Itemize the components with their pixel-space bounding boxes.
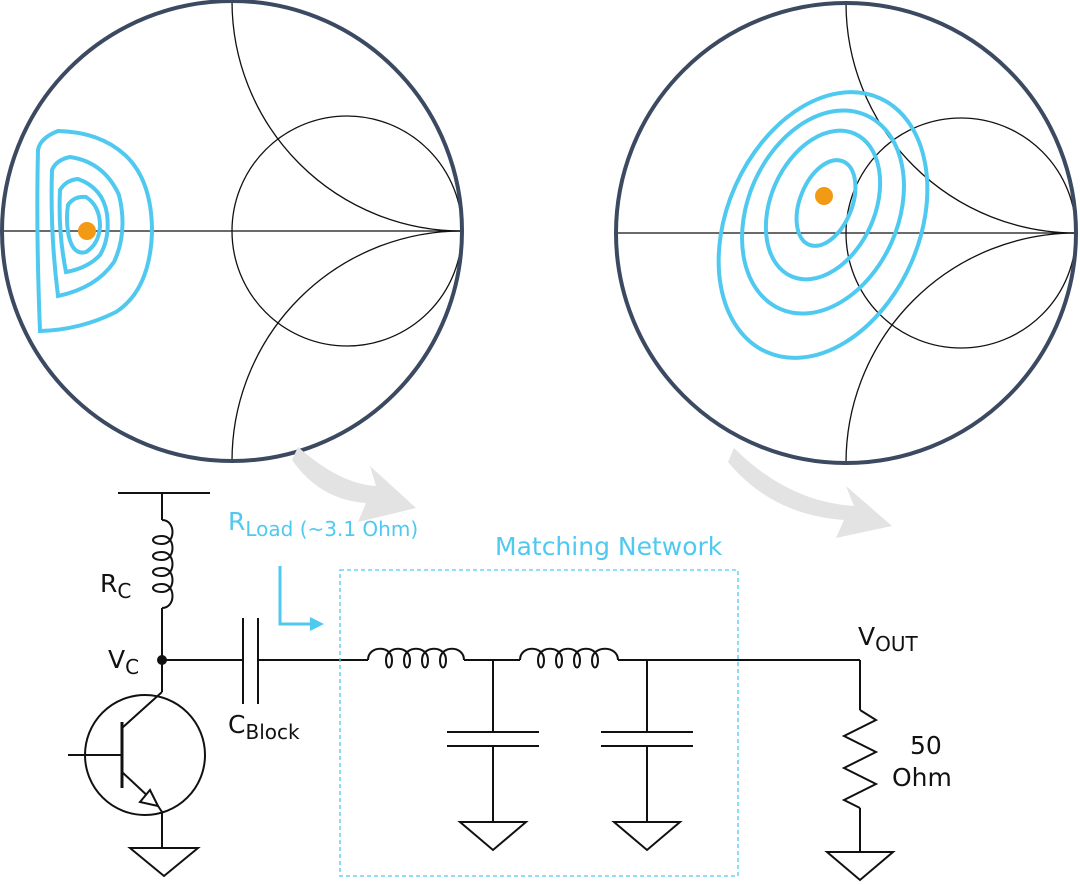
right-optimum-point xyxy=(815,187,833,205)
right-contour-4 xyxy=(794,158,858,248)
vout-label: VOUT xyxy=(858,622,918,656)
left-contour-inner-2 xyxy=(57,176,110,275)
matching-network-label: Matching Network xyxy=(495,532,723,561)
inductor-coil-icon-l2 xyxy=(519,647,619,669)
left-contour-inner-1 xyxy=(65,194,103,255)
smith-right-reactance-arc-lower xyxy=(845,232,1077,464)
ground-icon-c1 xyxy=(457,821,529,852)
right-contour-1 xyxy=(716,90,930,360)
emitter-arrow-icon xyxy=(138,788,160,808)
vc-label: VC xyxy=(108,645,139,679)
inductor-coil-icon-l1 xyxy=(367,647,465,669)
cblock-label: CBlock xyxy=(228,710,300,744)
resistor-zigzag-icon xyxy=(841,709,879,809)
smith-chart-right xyxy=(614,1,1078,465)
smith-left-outer-circle xyxy=(0,0,464,463)
npn-transistor-icon xyxy=(68,660,206,816)
rload-arrowhead xyxy=(310,617,324,631)
smith-left-reactance-arc-upper xyxy=(231,0,463,232)
ground-icon-transistor xyxy=(127,847,201,878)
left-optimum-point xyxy=(78,222,96,240)
rc-label: RC xyxy=(100,569,131,603)
right-contour-2 xyxy=(740,108,906,316)
rload-label: RLoad (~3.1 Ohm) xyxy=(228,507,418,541)
matching-network-box xyxy=(339,569,739,877)
ground-icon-output xyxy=(824,851,896,882)
curved-arrow-icon-right xyxy=(728,448,892,538)
resistor-value-line2: Ohm xyxy=(892,763,952,792)
curved-arrow-icon-left xyxy=(292,447,416,522)
left-contour-middle xyxy=(49,154,125,299)
inductor-coil-icon-rc xyxy=(152,519,174,609)
right-contour-3 xyxy=(763,128,883,282)
ground-icon-c2 xyxy=(611,821,683,852)
emitter-joint xyxy=(157,805,163,813)
left-contour-outer xyxy=(35,128,155,334)
rload-pointer-arrow-icon xyxy=(278,566,314,626)
smith-chart-left xyxy=(0,0,464,463)
smith-right-reactance-arc-upper xyxy=(845,2,1077,234)
smith-right-outer-circle xyxy=(614,1,1078,465)
collector-diagonal xyxy=(121,691,163,729)
resistor-value-line1: 50 xyxy=(910,731,942,760)
smith-left-reactance-arc-lower xyxy=(231,230,463,462)
